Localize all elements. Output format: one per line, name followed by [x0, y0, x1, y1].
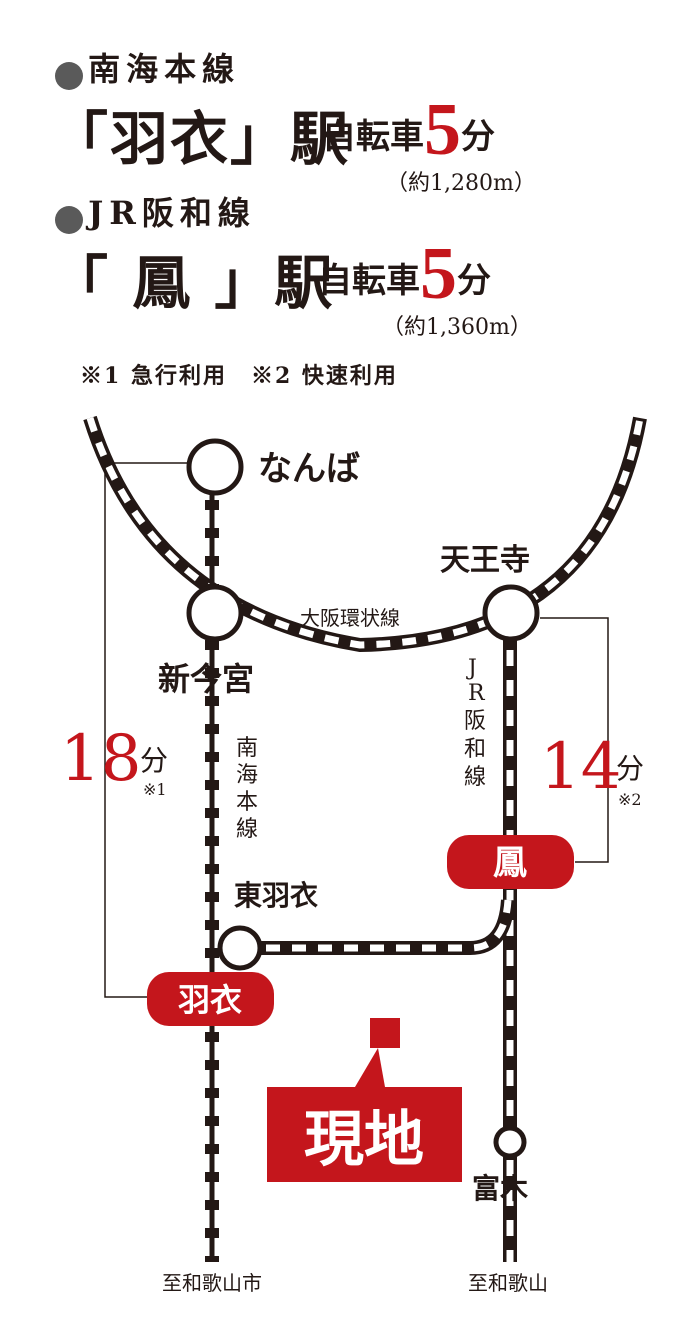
hagoromo-branch	[240, 899, 515, 955]
nankai-char: 海	[236, 763, 258, 788]
time-right-note: ※2	[618, 790, 642, 809]
site-label: 現地	[304, 1105, 424, 1175]
nankai-char: 線	[236, 817, 258, 842]
bike-time-1: 自転車5分	[322, 88, 495, 173]
travel-time-left: 18 分 ※1	[60, 722, 168, 799]
badge-otori-label: 鳳	[493, 843, 527, 883]
time-right-number: 14	[540, 730, 621, 804]
jr-char: 阪	[464, 709, 486, 734]
site-box	[267, 1087, 462, 1182]
label-higashi-hagoromo: 東羽衣	[234, 879, 318, 912]
label-tomiki: 富木	[472, 1172, 528, 1205]
bike-minutes: 5	[424, 89, 461, 171]
jr-char: 線	[464, 765, 486, 790]
bracket-right	[540, 617, 609, 863]
label-to-wakayama: 至和歌山	[468, 1271, 548, 1295]
time-left-number: 18	[60, 722, 141, 796]
time-right-unit: 分	[616, 752, 644, 785]
time-left-note: ※1	[143, 780, 167, 799]
bracket-left	[104, 462, 200, 998]
station-higashi-hagoromo-marker	[217, 925, 263, 971]
line-nankai-label: 南海本線	[88, 50, 241, 88]
loop-line	[83, 415, 647, 653]
station-shin-imamiya-marker	[186, 584, 244, 642]
label-to-wakayamashi: 至和歌山市	[162, 1271, 262, 1295]
jr-line-label: J R 阪 和 線	[464, 656, 486, 790]
label-namba: なんば	[258, 449, 360, 489]
nankai-char: 南	[236, 736, 258, 761]
bike-label: 自転車	[318, 261, 420, 301]
nankai-char: 本	[236, 790, 258, 815]
station-hagoromo-heading: 「羽衣」駅	[50, 105, 351, 173]
line-jr-heading: JR阪和線	[55, 188, 256, 234]
jr-char: J	[466, 656, 477, 681]
station-namba-marker	[186, 438, 244, 496]
travel-time-right: 14 分 ※2	[540, 730, 644, 809]
jr-char: 和	[464, 737, 486, 762]
bike-time-2: 自転車5分	[318, 232, 491, 317]
station-otori-heading: 「 鳳 」駅	[50, 249, 335, 317]
bullet-icon	[55, 61, 83, 90]
time-left-unit: 分	[140, 744, 168, 777]
distance-2: （約1,360m）	[382, 315, 532, 340]
label-shin-imamiya: 新今宮	[158, 660, 254, 698]
bike-minutes: 5	[420, 233, 457, 315]
minute-unit: 分	[461, 117, 495, 157]
site-point	[370, 1018, 400, 1048]
badge-otori: 鳳	[447, 835, 574, 889]
usage-notes: ※1 急行利用 ※2 快速利用	[80, 363, 398, 389]
station-tennoji-marker	[482, 584, 540, 642]
station-tomiki-marker	[493, 1125, 527, 1159]
minute-unit: 分	[457, 261, 491, 301]
label-loop-line: 大阪環状線	[300, 606, 400, 630]
jr-char: R	[468, 681, 486, 706]
line-jr-label: JR阪和線	[88, 194, 256, 232]
label-tennoji: 天王寺	[440, 543, 530, 578]
badge-hagoromo-label: 羽衣	[178, 981, 242, 1019]
distance-1: （約1,280m）	[386, 171, 536, 196]
bike-label: 自転車	[322, 117, 424, 157]
nankai-line-label: 南 海 本 線	[236, 736, 258, 842]
bullet-icon	[55, 205, 83, 234]
line-nankai-heading: 南海本線	[55, 44, 240, 90]
site-marker: 現地	[267, 1018, 462, 1182]
badge-hagoromo: 羽衣	[147, 972, 274, 1026]
